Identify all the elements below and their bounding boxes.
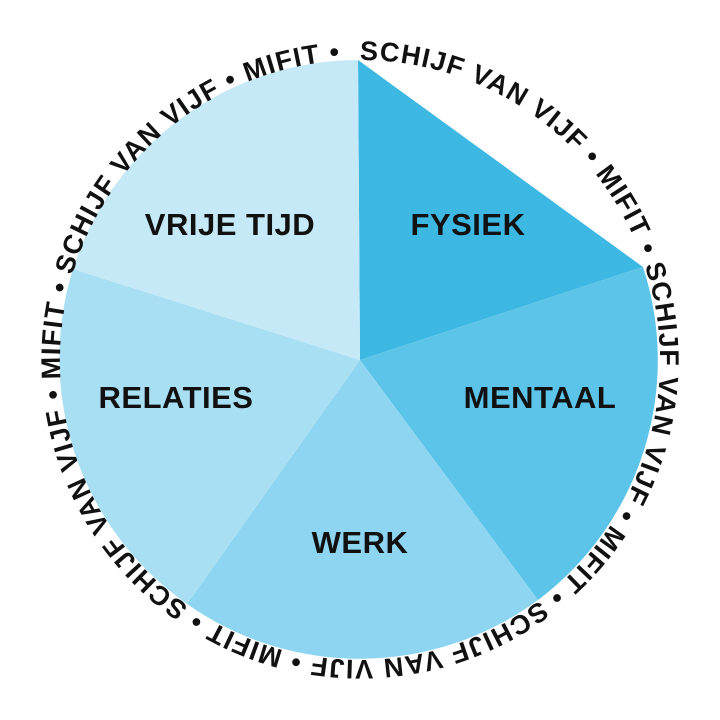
- segment-mentaal: [360, 267, 658, 600]
- segment-vrije-tijd: [73, 60, 360, 360]
- wheel-segments: [59, 60, 658, 659]
- segment-relaties: [59, 269, 360, 604]
- wheel-labels: FYSIEK MENTAAL WERK RELATIES VRIJE TIJD: [99, 207, 617, 560]
- label-fysiek: FYSIEK: [411, 207, 526, 242]
- label-werk: WERK: [312, 525, 409, 560]
- label-vrije-tijd: VRIJE TIJD: [145, 207, 315, 242]
- label-relaties: RELATIES: [99, 380, 254, 415]
- label-mentaal: MENTAAL: [464, 380, 617, 415]
- segment-werk: [187, 360, 538, 659]
- segment-fysiek: [358, 60, 643, 360]
